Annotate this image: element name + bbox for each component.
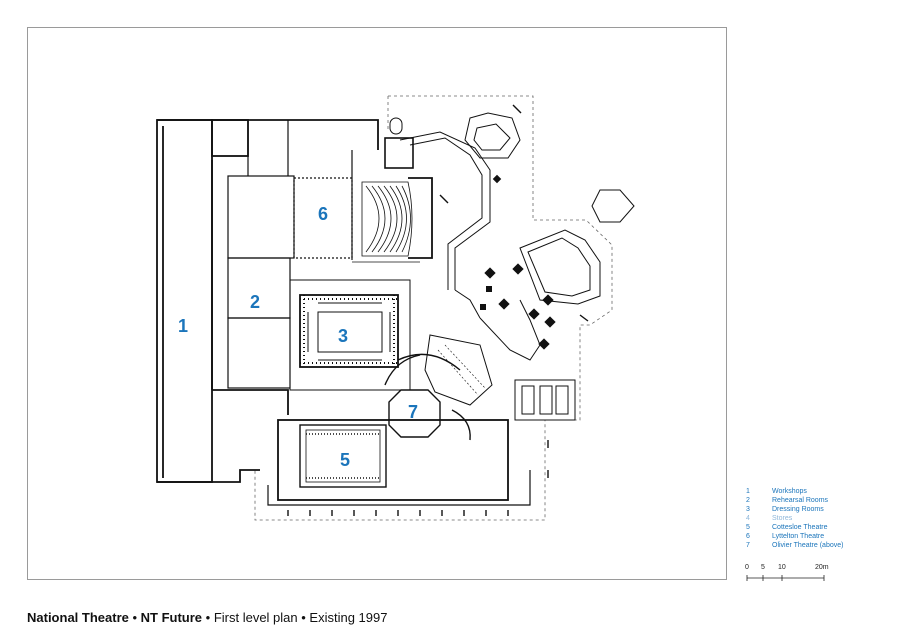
caption-title: National Theatre	[27, 610, 129, 625]
caption-plan-name: First level plan	[213, 610, 298, 625]
lyttelton-seating	[352, 177, 433, 263]
caption-separator: •	[297, 610, 310, 625]
room-number-3: 3	[338, 326, 348, 346]
olivier-theatre	[384, 334, 493, 441]
legend-item: 7 Olivier Theatre (above)	[746, 542, 844, 549]
legend-item: 2 Rehearsal Rooms	[746, 497, 829, 504]
legend-item: 6 Lyttelton Theatre	[746, 533, 825, 540]
room-number-7: 7	[408, 402, 418, 422]
caption-project: NT Future	[140, 610, 203, 625]
columns	[480, 174, 556, 350]
scale-label: 5	[761, 564, 765, 571]
legend-item: 4 Stores	[746, 515, 793, 522]
legend: 1 Workshops 2 Rehearsal Rooms 3 Dressing…	[746, 487, 843, 550]
scale-label: 20m	[815, 564, 829, 571]
caption-separator: •	[128, 610, 141, 625]
drawing-caption: National Theatre • NT Future • First lev…	[27, 610, 387, 625]
workshops-block	[156, 119, 379, 483]
room-number-5: 5	[340, 450, 350, 470]
legend-item: 3 Dressing Rooms	[746, 506, 824, 513]
foyer-terraces	[384, 112, 635, 421]
caption-separator: •	[202, 610, 214, 625]
dressing-rooms	[289, 279, 411, 391]
cottesloe-theatre	[267, 419, 531, 506]
perimeter-marks	[287, 104, 589, 516]
scale-labels: 0 5 10 20m	[744, 564, 844, 574]
scale-label: 0	[745, 564, 749, 571]
site-boundary	[254, 95, 613, 521]
caption-status: Existing 1997	[309, 610, 388, 625]
legend-item: 1 Workshops	[746, 488, 807, 495]
room-number-1: 1	[178, 316, 188, 336]
scale-bar	[746, 575, 825, 581]
room-number-6: 6	[318, 204, 328, 224]
legend-item: 5 Cottesloe Theatre	[746, 524, 828, 531]
scale-label: 10	[778, 564, 786, 571]
room-number-2: 2	[250, 292, 260, 312]
